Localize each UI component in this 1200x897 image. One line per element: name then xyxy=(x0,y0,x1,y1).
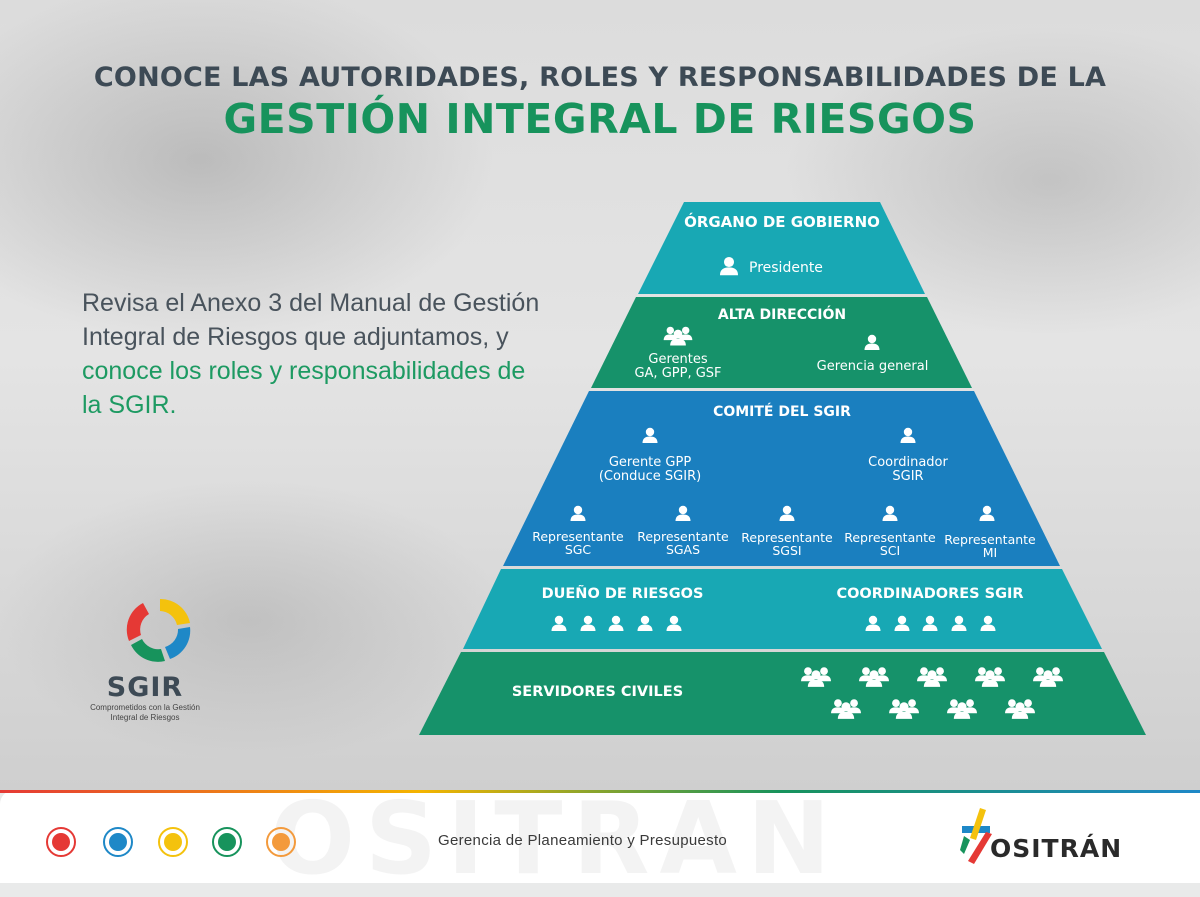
layer-comite-sgir xyxy=(503,391,1060,566)
alta-gerencia-general: Gerencia general xyxy=(816,359,929,374)
rep-label: Representante xyxy=(741,530,833,545)
duenos-title: DUEÑO DE RIESGOS xyxy=(541,586,704,602)
layer-organo-gobierno xyxy=(638,202,925,294)
comite-gpp-line2: (Conduce SGIR) xyxy=(598,469,702,484)
comite-coord-line1: Coordinador xyxy=(868,455,948,470)
comite-gpp-line1: Gerente GPP xyxy=(608,455,692,470)
comite-coord-line2: SGIR xyxy=(892,469,924,484)
alta-title: ALTA DIRECCIÓN xyxy=(717,307,847,323)
footer-department: Gerencia de Planeamiento y Presupuesto xyxy=(438,832,728,849)
rep-sgas: SGAS xyxy=(665,542,701,557)
organo-role: Presidente xyxy=(749,260,823,276)
alta-gerentes-line1: Gerentes xyxy=(648,352,708,367)
page-title-line2: GESTIÓN INTEGRAL DE RIESGOS xyxy=(223,95,977,143)
servidores-title: SERVIDORES CIVILES xyxy=(511,684,684,700)
pyramid xyxy=(419,202,1146,735)
layer-duenos-coordinadores xyxy=(463,569,1102,649)
organo-title: ÓRGANO DE GOBIERNO xyxy=(684,213,880,231)
coordinadores-title: COORDINADORES SGIR xyxy=(836,586,1024,602)
rep-mi: MI xyxy=(982,545,998,560)
rep-label: Representante xyxy=(844,530,936,545)
footer-brand: OSITRÁN xyxy=(990,834,1123,863)
comite-title: COMITÉ DEL SGIR xyxy=(713,404,851,420)
metro-icon xyxy=(158,827,188,857)
page-title-line1: CONOCE LAS AUTORIDADES, ROLES Y RESPONSA… xyxy=(93,62,1107,93)
intro-text-highlight: conoce los roles y responsabilidades de … xyxy=(82,357,526,419)
rep-label: Representante xyxy=(637,529,729,544)
rep-label: Representante xyxy=(944,532,1036,547)
rep-sgsi: SGSI xyxy=(772,543,802,558)
intro-text-plain: Revisa el Anexo 3 del Manual de Gestión … xyxy=(82,289,540,351)
ositran-logo-icon xyxy=(960,808,992,864)
intro-text: Revisa el Anexo 3 del Manual de Gestión … xyxy=(82,286,542,422)
train-icon xyxy=(46,827,76,857)
rep-label: Representante xyxy=(532,529,624,544)
footer-color-line xyxy=(0,790,1200,793)
footer-watermark: OSITRAN xyxy=(270,780,841,897)
sgir-logo-text: SGIR Comprometidos con la Gestión Integr… xyxy=(85,672,205,723)
airplane-icon xyxy=(103,827,133,857)
alta-gerentes-line2: GA, GPP, GSF xyxy=(634,366,722,381)
rep-sgc: SGC xyxy=(564,542,592,557)
rep-sci: SCI xyxy=(879,543,901,558)
layer-alta-direccion xyxy=(591,297,972,388)
sgir-logo-icon xyxy=(126,598,191,662)
sgir-logo-tagline: Comprometidos con la Gestión Integral de… xyxy=(90,703,200,722)
footer xyxy=(0,790,1200,883)
sgir-logo-name: SGIR xyxy=(106,672,184,703)
road-icon xyxy=(266,827,296,857)
ship-icon xyxy=(212,827,242,857)
